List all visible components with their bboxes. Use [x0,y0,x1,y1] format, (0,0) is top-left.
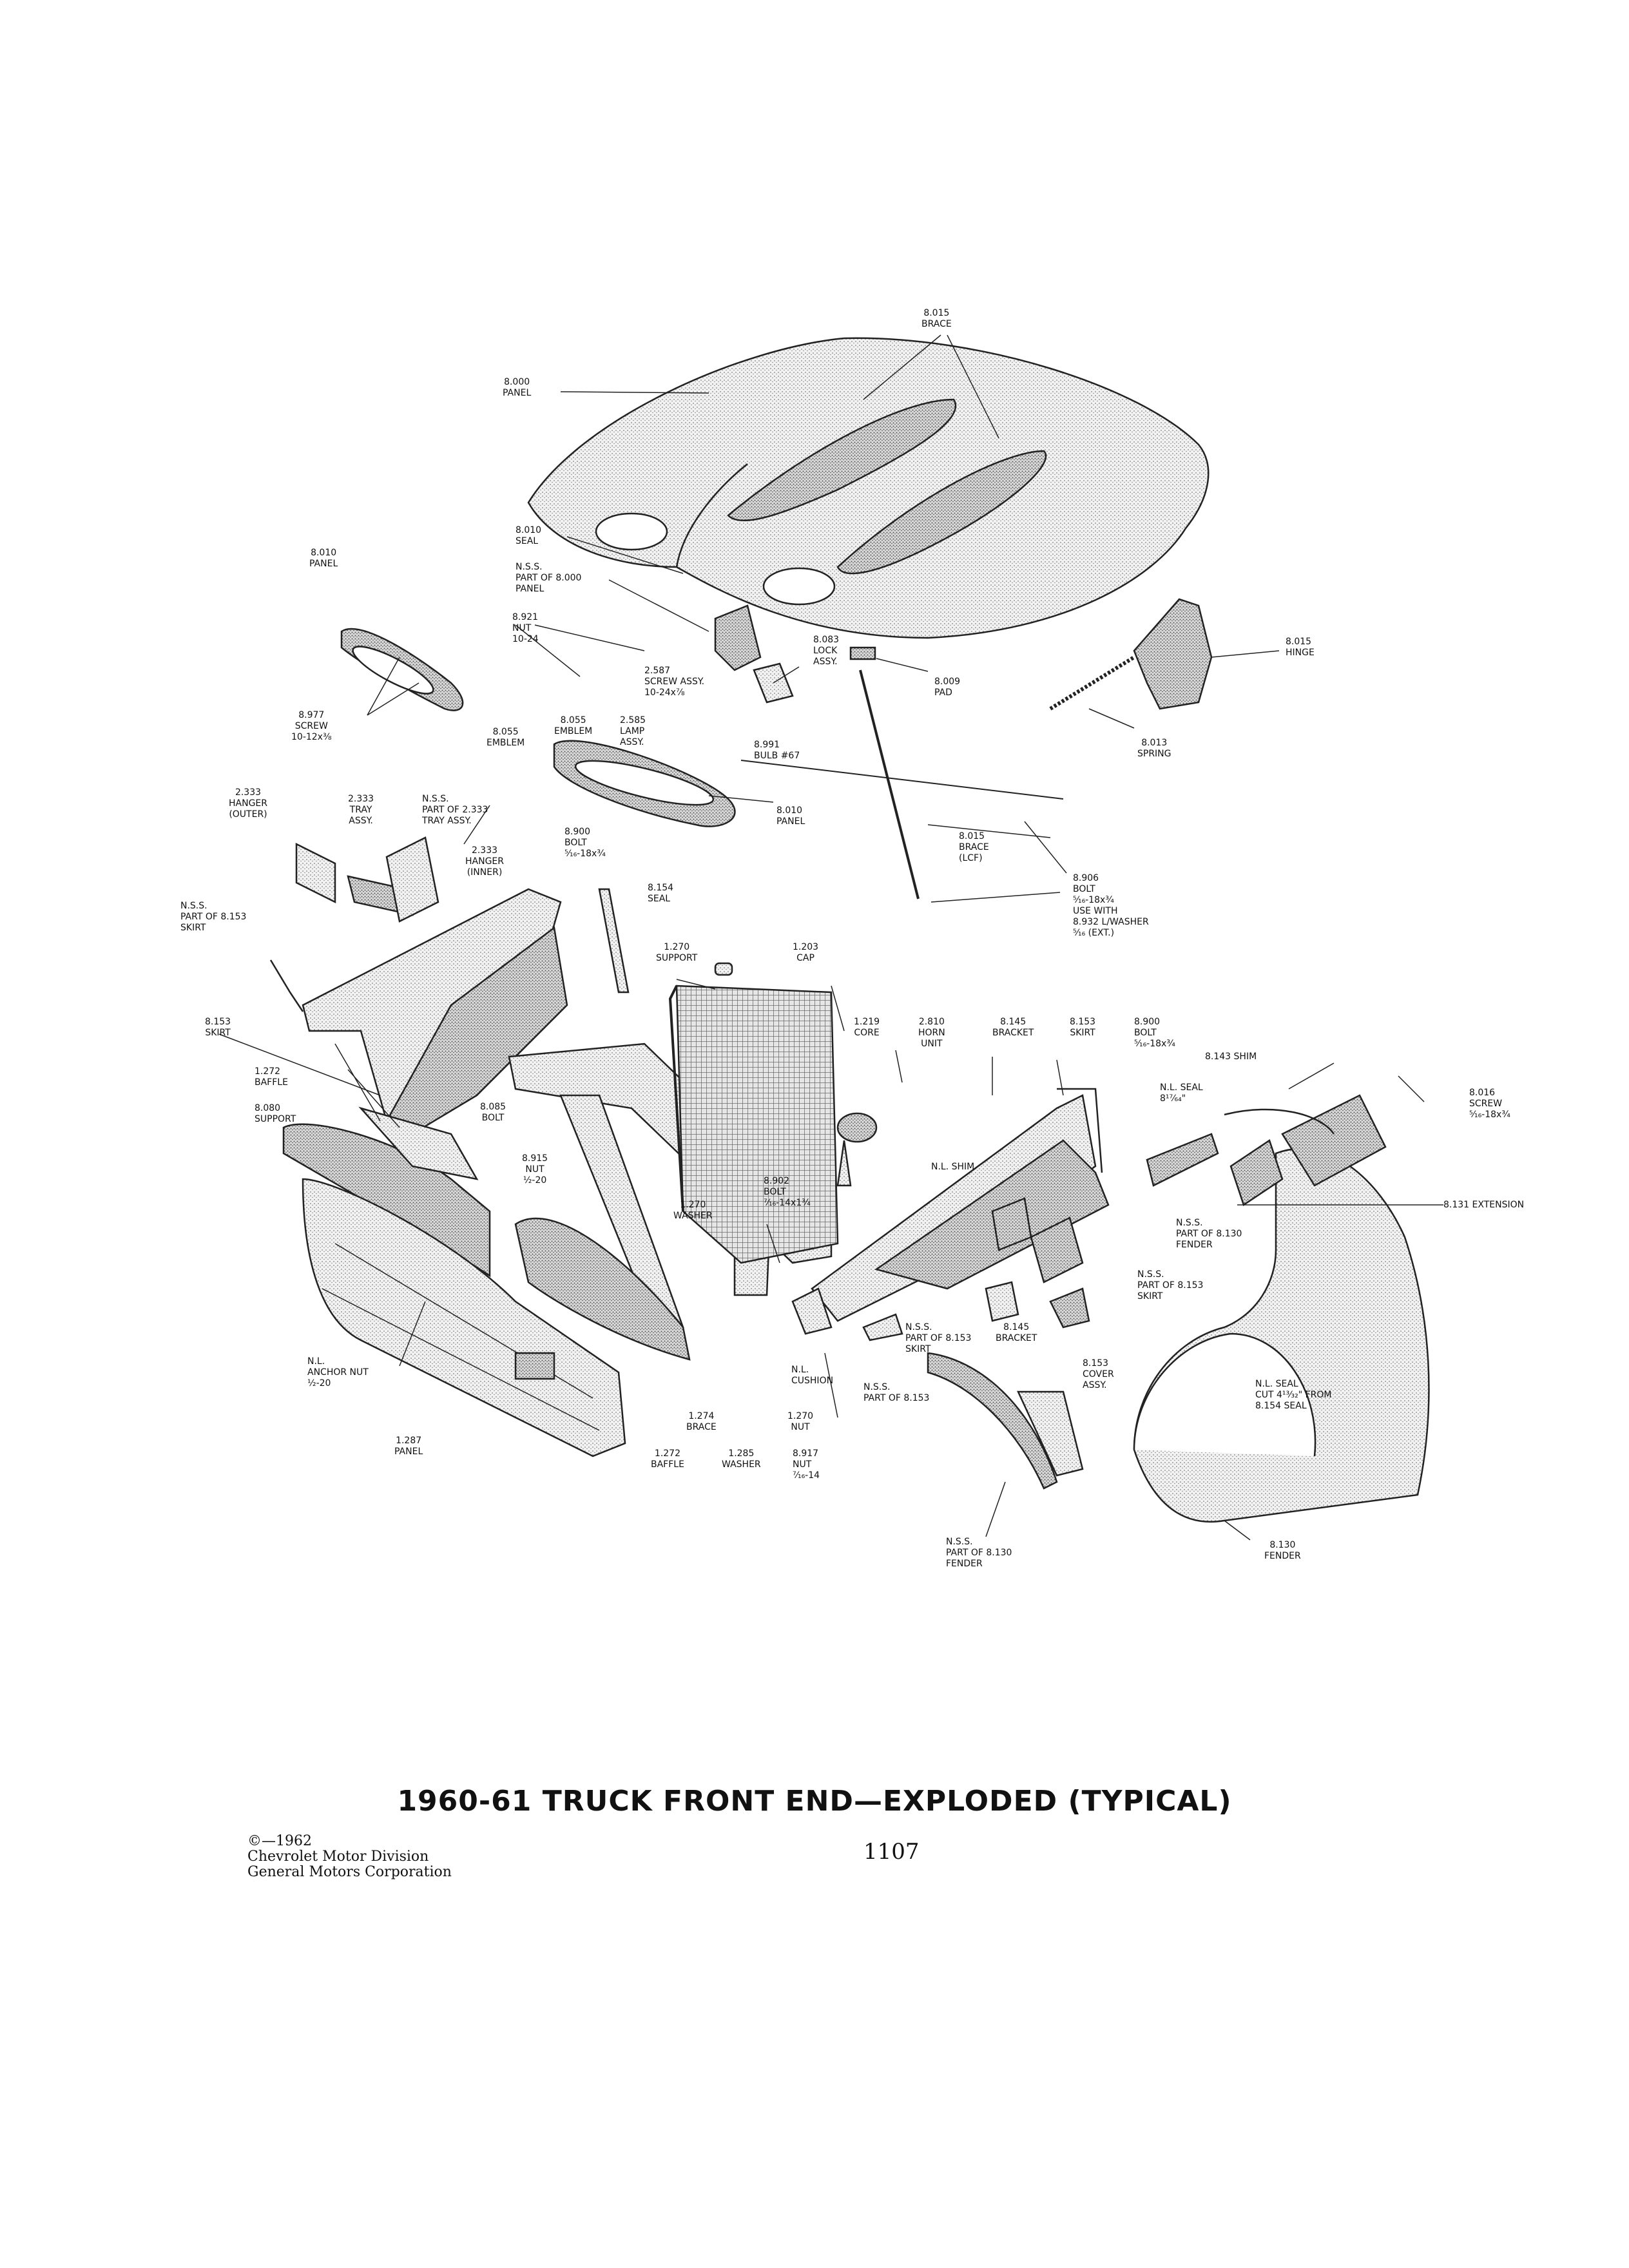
callout-nl-shim: N.L. SHIM [931,1162,975,1172]
copyright-line: General Motors Corporation [247,1864,452,1880]
grille-panel-upper [340,628,464,711]
callout-8131-extension: 8.131 EXTENSION [1443,1200,1525,1210]
front-fender [1133,1094,1430,1523]
grille-panel-lower [553,740,736,827]
cover-assembly [1049,1287,1090,1329]
front-baffle [514,1217,691,1361]
hood-lock [714,604,876,704]
page-title: 1960-61 TRUCK FRONT END—EXPLODED (TYPICA… [397,1785,1232,1818]
fender-wheel-opening-piece [927,1352,1084,1490]
copyright-notice: ©—1962 Chevrolet Motor Division General … [247,1834,452,1880]
copyright-line: Chevrolet Motor Division [247,1849,429,1865]
seal-strip [598,888,1219,1187]
left-fender-skirt [269,888,568,1135]
copyright-line: ©—1962 [247,1833,312,1849]
callout-nss-8153: N.S.S.PART OF 8.153 [863,1382,930,1403]
front-panel [302,1178,626,1457]
callout-nl-cushion: N.L.CUSHION [791,1365,834,1386]
radiator-core [668,962,839,1264]
leader-lines [218,334,1443,1541]
page-number: 1107 [863,1839,920,1865]
fender-extension [1229,1139,1284,1206]
battery-tray [295,836,439,923]
horn-unit [836,1112,878,1187]
fender-brackets [791,1197,1084,1341]
hood-brace-rod [859,669,920,899]
callout-8143-shim: 8.143 SHIM [1205,1052,1257,1062]
hood-hinge [1049,598,1213,711]
grille-support [282,1106,491,1278]
hood-panel [527,337,1210,639]
